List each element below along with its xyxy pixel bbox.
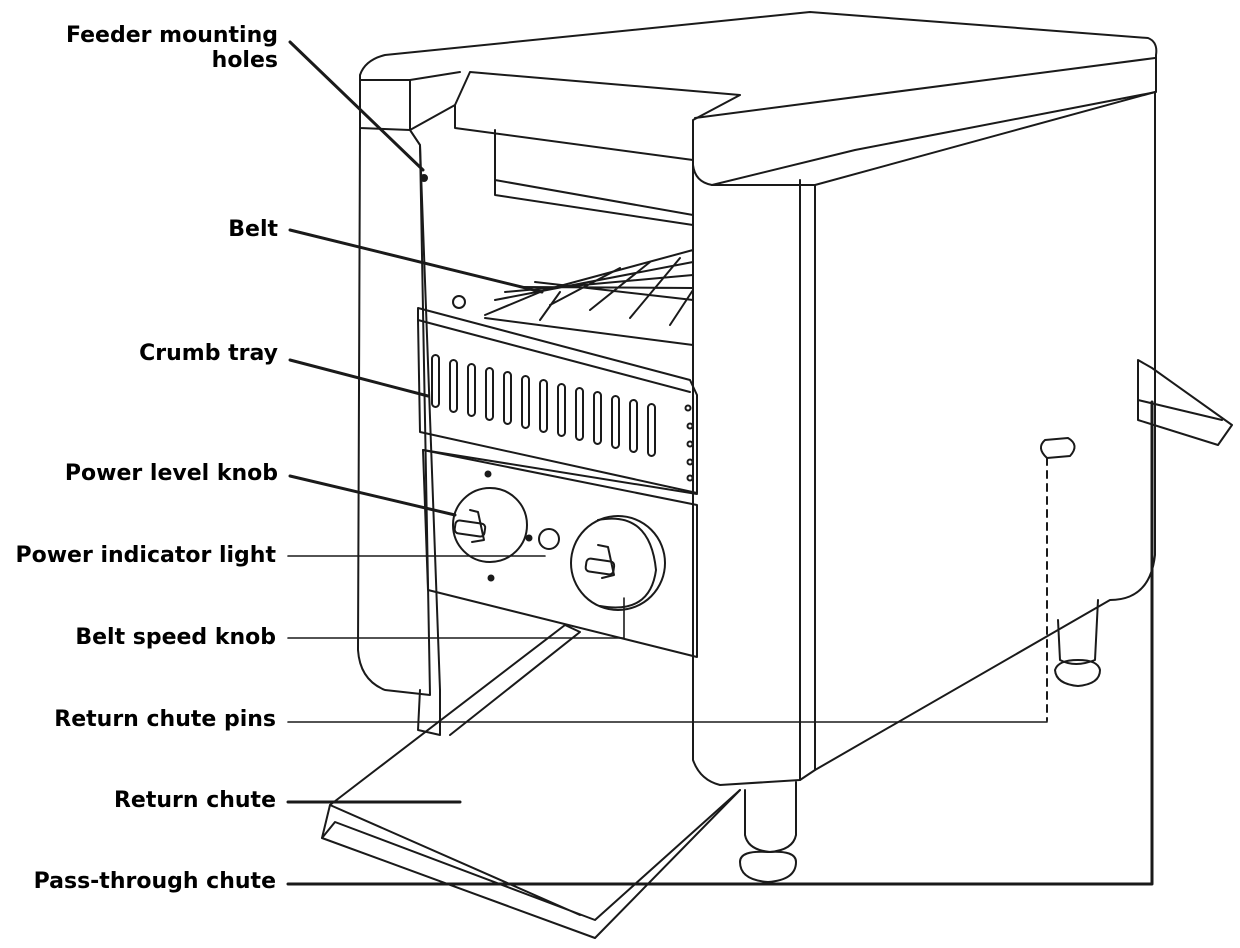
power-knob-dial [452, 487, 528, 563]
power-knob [453, 519, 487, 538]
top-cover-front-edge [359, 71, 461, 131]
crumb-tray-slots [431, 354, 656, 457]
label-power-level-knob: Power level knob [64, 461, 278, 486]
label-crumb-tray: Crumb tray [139, 341, 278, 366]
label-belt: Belt [228, 217, 278, 242]
label-pass-through-chute: Pass-through chute [33, 869, 276, 894]
label-return-chute-pins: Return chute pins [54, 707, 276, 732]
pass-through-chute [1137, 359, 1233, 446]
top-cover-edge [694, 57, 1156, 119]
front-leg [744, 781, 797, 853]
label-feeder-line1: Feeder mounting [66, 23, 278, 48]
return-chute-side [449, 624, 581, 736]
power-indicator-light [538, 528, 560, 550]
belt-grid [494, 257, 694, 326]
label-feeder-line2: holes [211, 48, 278, 73]
crumb-tray-dots [684, 404, 694, 482]
belt-surface [484, 249, 694, 346]
inner-housing [454, 104, 694, 226]
label-return-chute: Return chute [113, 788, 276, 813]
left-frame [357, 127, 431, 696]
label-feeder-mounting-holes: Feeder mounting holes [66, 23, 278, 73]
return-chute-pin [1040, 437, 1076, 459]
speed-knob-dial [570, 515, 666, 611]
top-cover [359, 11, 1158, 186]
belt-screw [452, 295, 466, 309]
control-panel [422, 449, 698, 658]
speed-knob [584, 557, 616, 576]
leader-lines [286, 40, 1154, 886]
speed-knob-arc [597, 517, 657, 609]
left-leg [417, 689, 441, 736]
feeder-hole [420, 174, 428, 182]
return-chute-inner [321, 789, 741, 921]
rear-leg [1057, 599, 1099, 665]
left-frame-inner [409, 129, 441, 691]
label-power-indicator-light: Power indicator light [15, 543, 276, 568]
crumb-tray-rim [417, 319, 691, 393]
front-foot [739, 850, 797, 883]
control-panel-top [422, 449, 698, 495]
right-side-panel [692, 164, 816, 786]
side-panel-large [814, 91, 1156, 771]
rear-foot [1054, 659, 1101, 687]
label-belt-speed-knob: Belt speed knob [75, 625, 276, 650]
